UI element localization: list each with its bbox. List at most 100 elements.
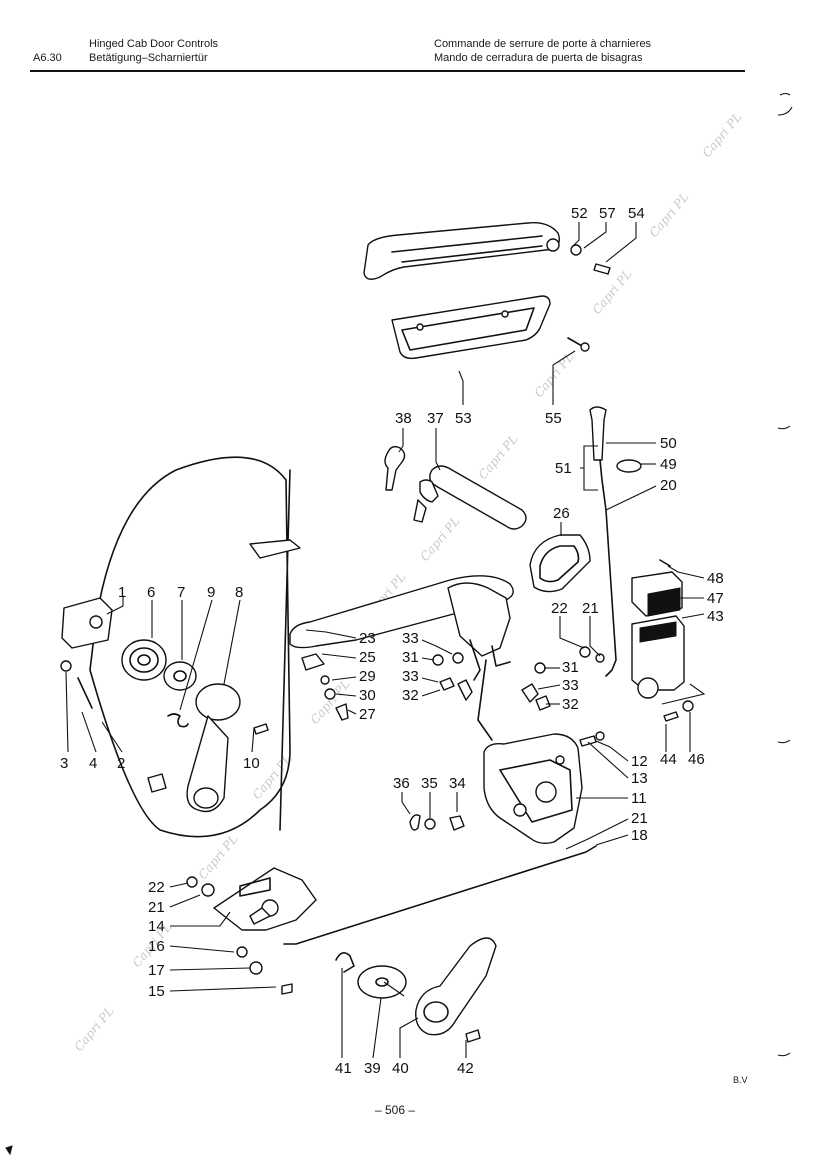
- watermark: Capri PL: [418, 514, 463, 564]
- callout-2: 2: [117, 755, 125, 772]
- retaining-clip: [409, 814, 421, 831]
- clip: [457, 679, 473, 701]
- key: [384, 445, 406, 491]
- screw: [593, 263, 611, 275]
- margin-mark: [777, 1052, 791, 1057]
- gasket: [529, 534, 591, 593]
- margin-mark: [777, 425, 791, 430]
- callout-29: 29: [359, 668, 376, 685]
- washer: [424, 818, 436, 830]
- callout-40: 40: [392, 1060, 409, 1077]
- clip: [534, 662, 546, 674]
- screw: [281, 983, 293, 995]
- callout-53: 53: [455, 410, 472, 427]
- callout-22-lower: 22: [148, 879, 165, 896]
- callout-21: 21: [582, 600, 599, 617]
- callout-10: 10: [243, 755, 260, 772]
- clip: [432, 654, 444, 666]
- title-french: Commande de serrure de porte à charniere…: [434, 38, 652, 50]
- callout-labels: 52 57 54 53 55 38 37 50 49 51 20 26 48 4…: [60, 205, 724, 1077]
- lock-cylinder: [413, 465, 527, 530]
- screw-head: [595, 731, 605, 741]
- callout-31: 31: [402, 649, 419, 666]
- header-rule: [30, 70, 745, 72]
- callout-21-left: 21: [148, 899, 165, 916]
- clip: [595, 653, 605, 663]
- callout-17: 17: [148, 962, 165, 979]
- guide-rail: [279, 469, 291, 831]
- callout-33b: 33: [402, 668, 419, 685]
- regulator-cable: [89, 456, 291, 838]
- callout-26: 26: [553, 505, 570, 522]
- window-winder-handle: [186, 683, 241, 813]
- grommet: [616, 459, 642, 473]
- callout-4: 4: [89, 755, 97, 772]
- callout-35: 35: [421, 775, 438, 792]
- callout-18: 18: [631, 827, 648, 844]
- washer: [570, 244, 582, 256]
- callout-48: 48: [707, 570, 724, 587]
- callout-23: 23: [359, 630, 376, 647]
- callout-21-lower: 21: [631, 810, 648, 827]
- washer: [201, 883, 215, 897]
- handle-clip: [167, 713, 189, 728]
- callout-32-right: 32: [562, 696, 579, 713]
- callout-31-right: 31: [562, 659, 579, 676]
- door-latch: [483, 733, 583, 845]
- title-spanish: Mando de cerradura de puerta de bisagras: [434, 52, 643, 64]
- callout-1: 1: [118, 584, 126, 601]
- washer: [320, 675, 330, 685]
- clip: [452, 652, 464, 664]
- callout-41: 41: [335, 1060, 352, 1077]
- callout-11: 11: [631, 790, 647, 807]
- callout-3: 3: [60, 755, 68, 772]
- bumper-block: [631, 571, 683, 617]
- callout-14: 14: [148, 918, 165, 935]
- nut: [324, 688, 336, 700]
- callout-13: 13: [631, 770, 648, 787]
- clip: [521, 683, 539, 703]
- screw: [335, 703, 349, 721]
- clip: [439, 677, 455, 691]
- callout-9: 9: [207, 584, 215, 601]
- watermark: Capri PL: [476, 432, 521, 482]
- section-number: A6.30: [33, 52, 62, 64]
- handle-clip: [335, 952, 355, 973]
- washer-hole: [375, 977, 389, 987]
- coil-spring: [121, 639, 167, 681]
- outer-pull-handle: [363, 222, 561, 280]
- lock-washer: [249, 961, 263, 975]
- clip: [535, 695, 551, 711]
- escutcheon-washer: [357, 965, 407, 999]
- clip: [579, 646, 591, 658]
- cable-pulley: [147, 773, 167, 793]
- callout-37: 37: [427, 410, 444, 427]
- callout-15: 15: [148, 983, 165, 1000]
- callout-54: 54: [628, 205, 645, 222]
- callout-30: 30: [359, 687, 376, 704]
- remote-control-lever: [213, 867, 317, 931]
- punch-mark: [5, 1145, 13, 1156]
- screw: [579, 735, 597, 747]
- clip: [186, 876, 198, 888]
- watermark: Capri PL: [72, 1004, 117, 1054]
- leader-lines: [65, 222, 706, 1059]
- title-german: Betätigung–Scharniertür: [89, 52, 208, 64]
- latch-rod: [283, 845, 597, 945]
- felt-washer-hole: [173, 670, 187, 682]
- screw-head: [580, 342, 590, 352]
- callout-43: 43: [707, 608, 724, 625]
- watermark: Capri PL: [647, 190, 692, 240]
- screw: [77, 677, 93, 709]
- cable-clamp: [249, 539, 301, 559]
- regulator-plate: [61, 597, 113, 649]
- washer: [682, 700, 694, 712]
- revision-mark: B.V: [733, 1075, 748, 1085]
- screw: [465, 1029, 481, 1043]
- bushing: [301, 653, 325, 671]
- margin-mark: [777, 106, 793, 116]
- callout-33-right: 33: [562, 677, 579, 694]
- watermark: Capri PL: [532, 350, 577, 400]
- callout-39: 39: [364, 1060, 381, 1077]
- margin-mark: [779, 92, 791, 96]
